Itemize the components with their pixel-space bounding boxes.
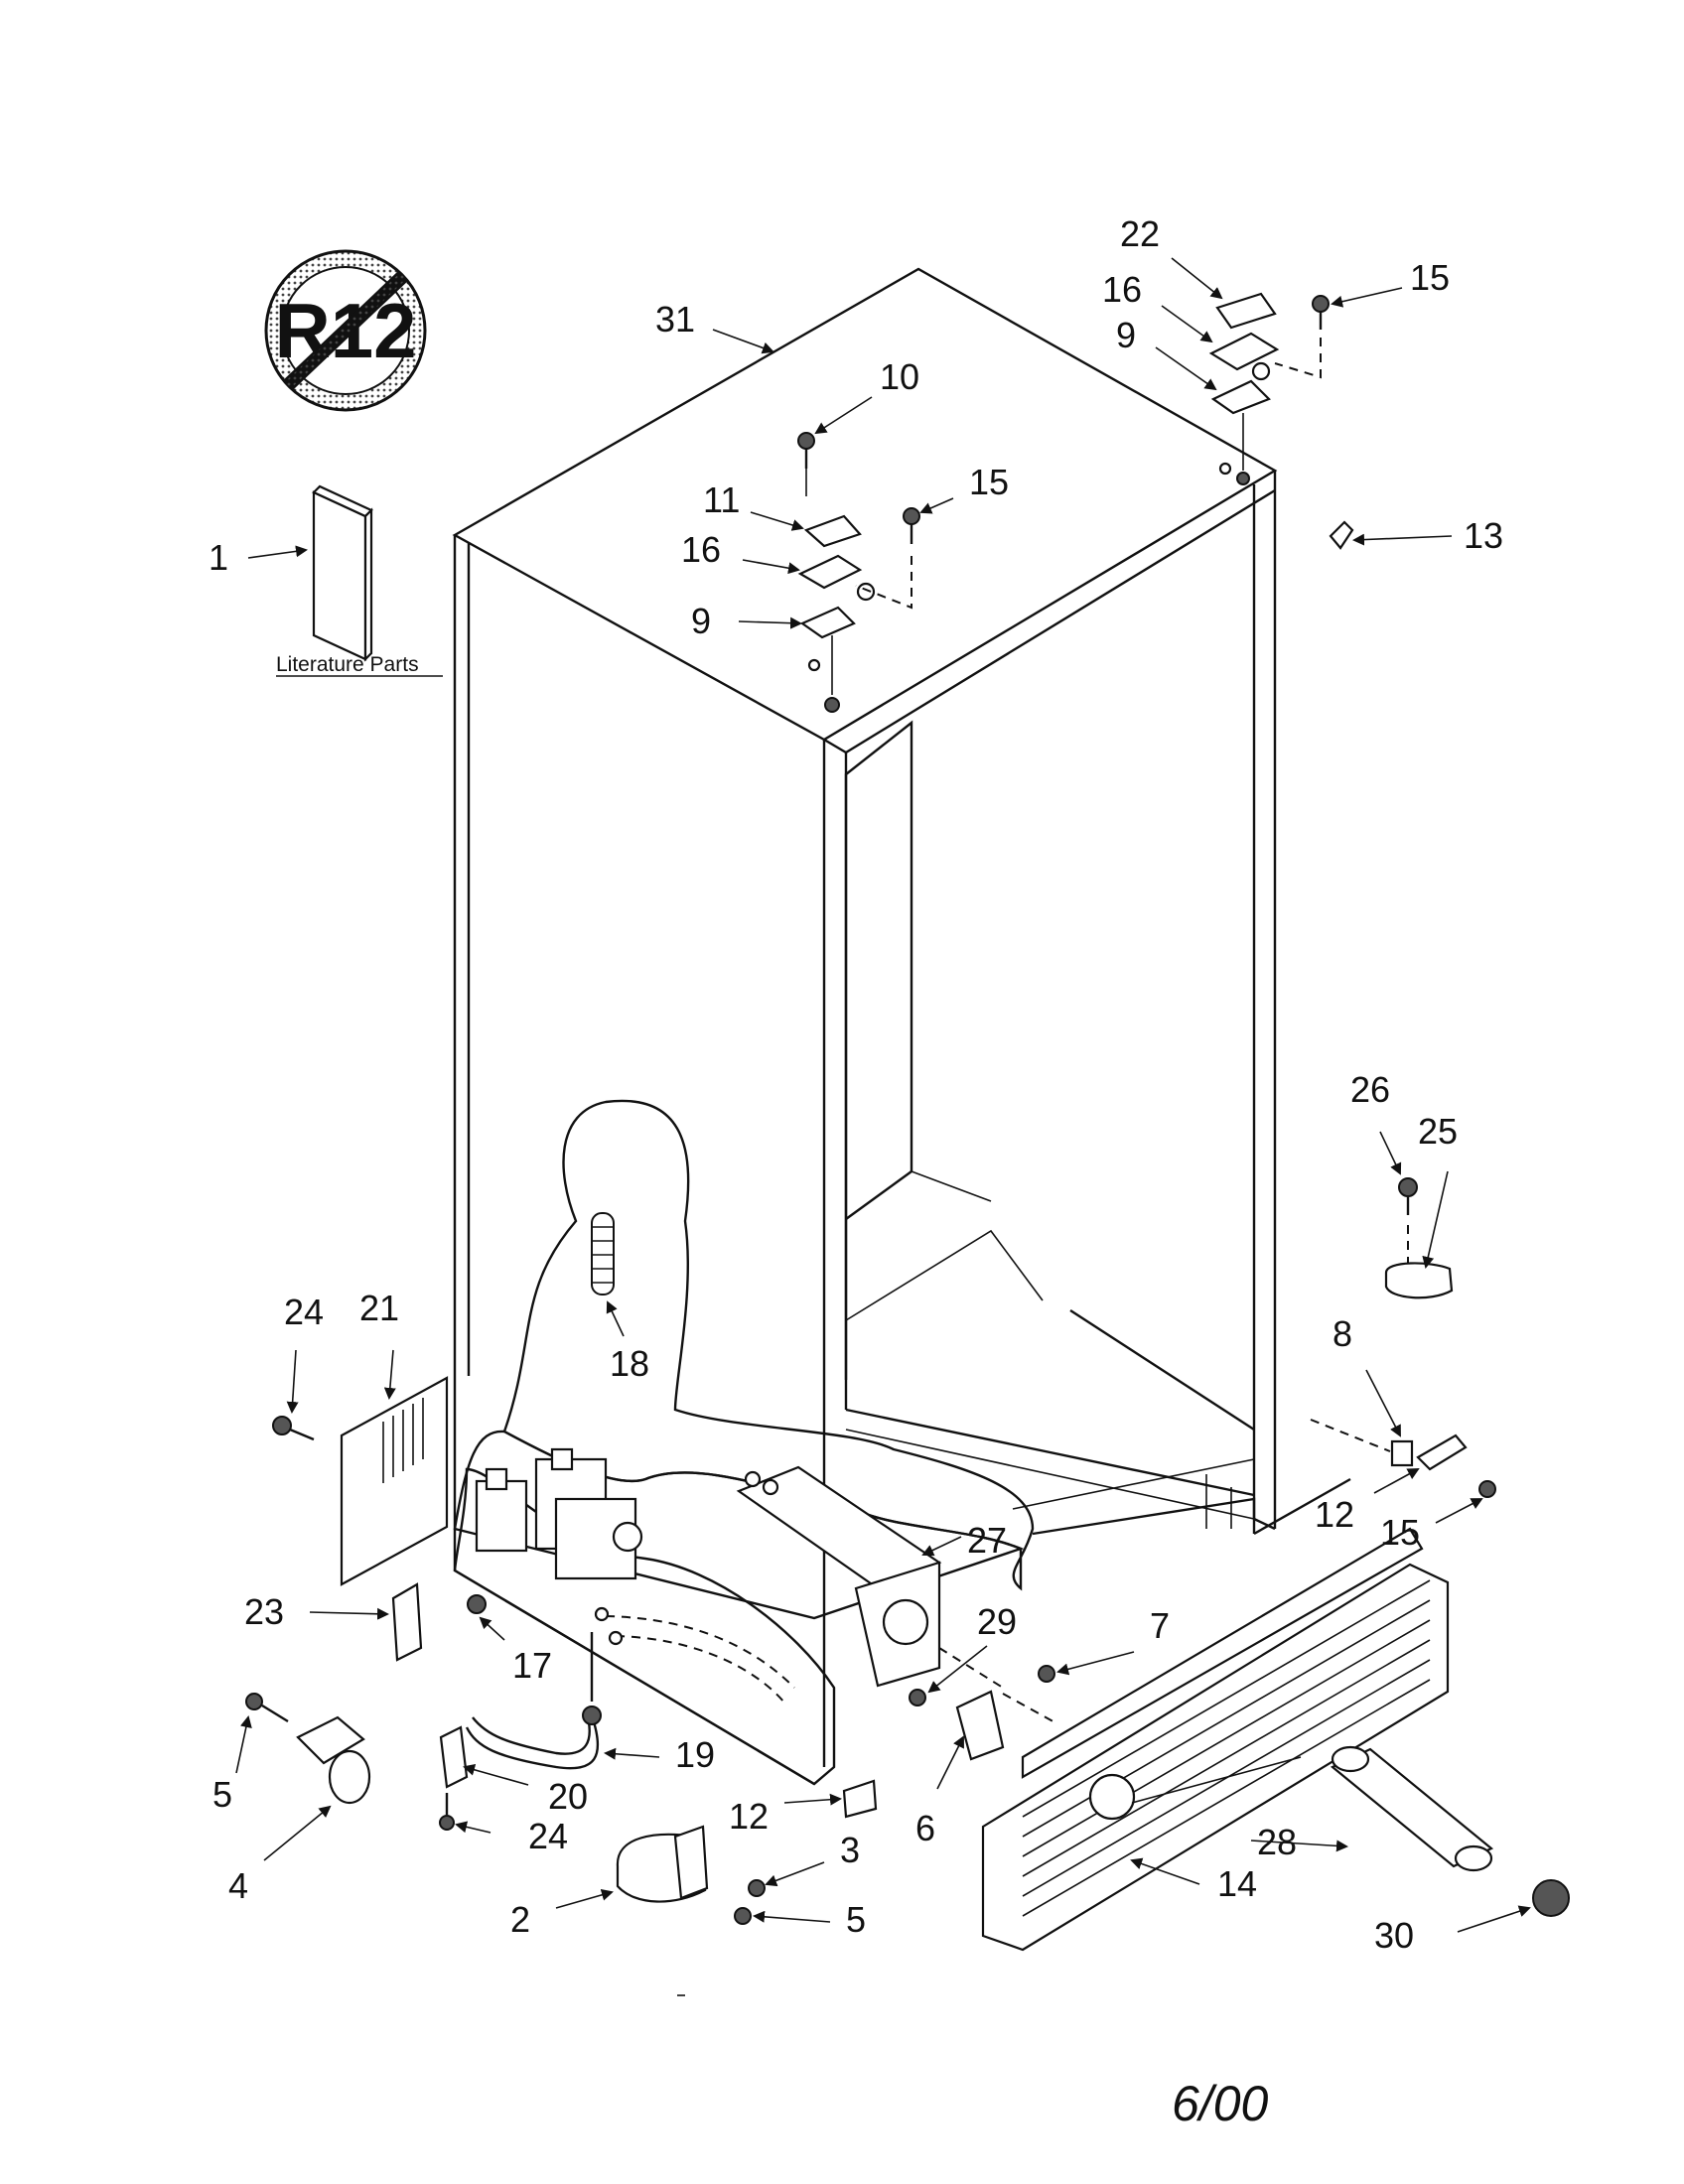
part-6-7-bracket bbox=[842, 1665, 1057, 1819]
callout-20: 20 bbox=[548, 1776, 588, 1817]
date-stamp: 6/00 bbox=[1172, 2076, 1269, 2131]
callout-27: 27 bbox=[967, 1520, 1007, 1561]
literature-label: Literature Parts bbox=[276, 653, 419, 676]
callout-29: 29 bbox=[977, 1601, 1017, 1642]
part-21-panel bbox=[272, 1376, 449, 1586]
refrigerator-cabinet bbox=[452, 267, 1351, 1786]
callout-15: 15 bbox=[1380, 1512, 1420, 1553]
callout-24: 24 bbox=[284, 1292, 324, 1332]
callout-25: 25 bbox=[1418, 1111, 1458, 1152]
part-18-spring bbox=[591, 1212, 615, 1296]
callout-9: 9 bbox=[1116, 315, 1136, 355]
callout-12: 12 bbox=[729, 1796, 769, 1837]
callout-16: 16 bbox=[681, 529, 721, 570]
callout-31: 31 bbox=[655, 299, 695, 340]
callout-18: 18 bbox=[610, 1343, 649, 1384]
callout-13: 13 bbox=[1464, 515, 1503, 556]
callout-24: 24 bbox=[528, 1816, 568, 1856]
callout-11: 11 bbox=[703, 479, 740, 520]
callout-28: 28 bbox=[1257, 1822, 1297, 1862]
callout-14: 14 bbox=[1217, 1863, 1257, 1904]
callout-19: 19 bbox=[675, 1734, 715, 1775]
part-25-26-bracket bbox=[1384, 1177, 1454, 1299]
top-hinge-left-assembly bbox=[797, 432, 920, 713]
no-r12-refrigerant-icon: R12 bbox=[264, 249, 427, 412]
callout-26: 26 bbox=[1350, 1069, 1390, 1110]
part-13-clip bbox=[1329, 520, 1354, 550]
callout-12: 12 bbox=[1315, 1494, 1354, 1535]
callout-2: 2 bbox=[510, 1899, 530, 1940]
part-27-fill-tube bbox=[736, 1465, 1004, 1706]
part-4-roller bbox=[245, 1693, 371, 1805]
callout-3: 3 bbox=[840, 1830, 860, 1870]
part-19-20-tube bbox=[439, 1706, 602, 1831]
water-valve-assembly bbox=[475, 1447, 643, 1580]
top-hinge-right-assembly bbox=[1208, 292, 1330, 485]
callout-4: 4 bbox=[228, 1865, 248, 1906]
callout-5: 5 bbox=[846, 1899, 866, 1940]
callout-6: 6 bbox=[915, 1808, 935, 1848]
callout-5: 5 bbox=[212, 1774, 232, 1815]
part-14-grille bbox=[981, 1527, 1450, 1952]
part-28-water-filter bbox=[1330, 1745, 1570, 1917]
callout-10: 10 bbox=[880, 356, 919, 397]
callout-8: 8 bbox=[1333, 1313, 1352, 1354]
callout-23: 23 bbox=[244, 1591, 284, 1632]
part-2-lower-hinge bbox=[616, 1825, 766, 1925]
callout-17: 17 bbox=[512, 1645, 552, 1686]
callout-21: 21 bbox=[359, 1288, 399, 1328]
callout-9: 9 bbox=[691, 601, 711, 641]
leader-lines bbox=[235, 257, 1531, 1933]
callout-labels: 31 22 15 16 9 10 15 11 16 9 13 1 26 25 2… bbox=[209, 213, 1503, 1956]
callout-16: 16 bbox=[1102, 269, 1142, 310]
part-23-bottom-hinge bbox=[391, 1582, 487, 1662]
callout-22: 22 bbox=[1120, 213, 1160, 254]
callout-1: 1 bbox=[209, 537, 228, 578]
callout-30: 30 bbox=[1374, 1915, 1414, 1956]
callout-15: 15 bbox=[1410, 257, 1450, 298]
literature-parts-booklet bbox=[312, 484, 373, 662]
callout-15: 15 bbox=[969, 462, 1009, 502]
part-8-bracket bbox=[1310, 1419, 1496, 1498]
callout-7: 7 bbox=[1150, 1605, 1170, 1646]
